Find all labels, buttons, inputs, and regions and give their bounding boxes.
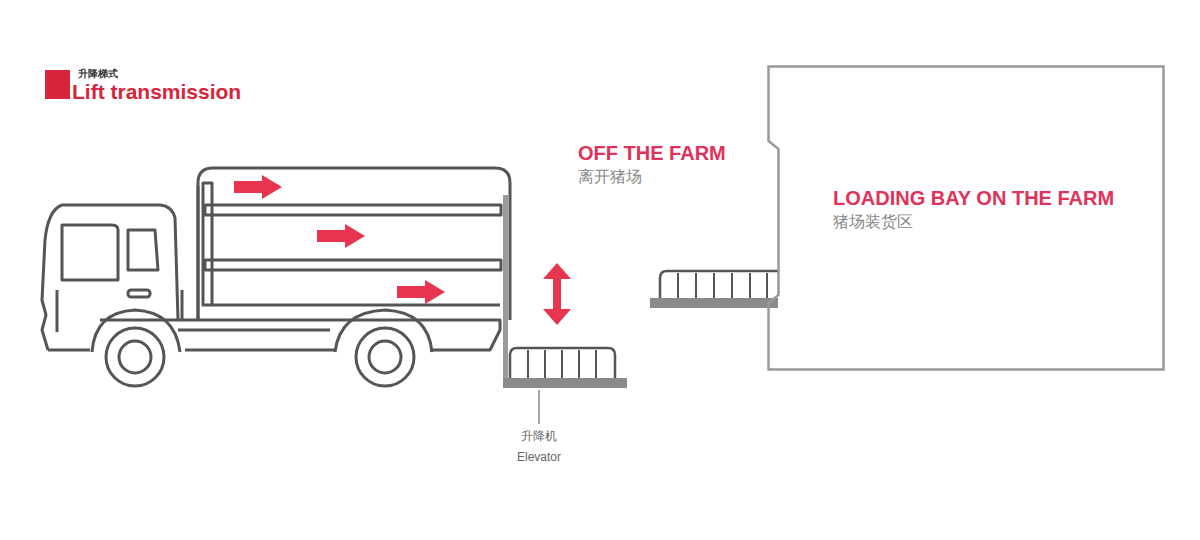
area-heading: LOADING BAY ON THE FARM (833, 187, 1114, 210)
truck (42, 168, 510, 386)
building-shape (767, 65, 1165, 371)
logo-subtitle: 升降梯式 (78, 68, 118, 80)
area-subheading: 离开猪场 (578, 168, 642, 186)
part-name: 升降机 (521, 430, 557, 444)
area-heading: OFF THE FARM (578, 142, 726, 165)
area-subheading: 猪场装货区 (833, 213, 913, 231)
part-name: Elevator (517, 451, 561, 465)
building-outline-path (769, 67, 1164, 370)
flow-arrows (234, 175, 571, 325)
loading-platform (650, 271, 778, 308)
elevator (503, 195, 627, 424)
building-outline: LOADING BAY ON THE FARM 猪场装货区 (767, 65, 1165, 371)
logo-square (45, 70, 70, 99)
logo-title: Lift transmission (72, 80, 241, 104)
